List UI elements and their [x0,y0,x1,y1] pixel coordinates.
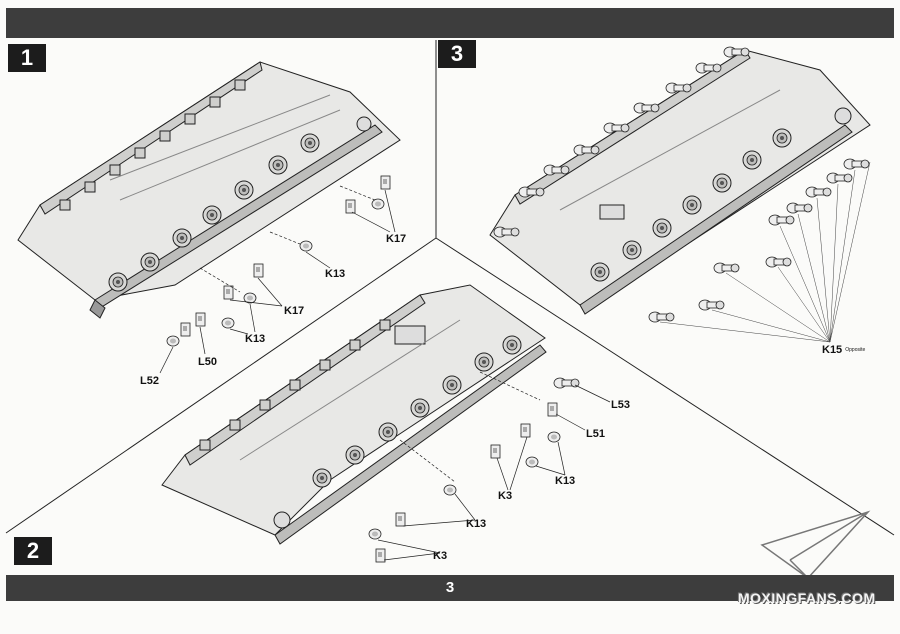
step2-leader-lines [377,371,611,561]
step1-hull [17,61,401,319]
step3-label-k15-code: K15 [822,344,843,356]
step2-label-k3-lower: K3 [433,550,448,562]
step1-label-l52: L52 [140,375,159,387]
panel-dividers [5,40,895,536]
step1-label-k17-lower: K17 [284,305,305,317]
top-header-bar [6,8,894,38]
step3-label-k15-note: Opposite [845,347,866,354]
step1-label-k13-lower: K13 [245,333,266,345]
step3-label-k15: K15 Opposite [822,344,865,356]
bottom-footer-bar: 3 [6,575,894,601]
paper-plane-icon [760,510,871,579]
step1-leader-lines [159,185,396,374]
step3-leader-lines [659,161,871,343]
step2-hull [161,284,547,545]
step1-label-l50: L50 [198,356,217,368]
step2-label-k13-upper: K13 [555,475,576,487]
step1-label-k17-upper: K17 [386,233,407,245]
page-number: 3 [445,579,455,596]
step2-label-k3-upper: K3 [498,490,513,502]
step2-label-l51: L51 [586,428,605,440]
step-2-number: 2 [14,537,52,565]
step-3-number: 3 [438,40,476,68]
step2-label-l53: L53 [611,399,630,411]
step2-label-k13-lower: K13 [466,518,487,530]
watermark-text: MOXINGFANS.COM [738,590,876,606]
step1-label-k13-upper: K13 [325,268,346,280]
step-1-number: 1 [8,44,46,72]
